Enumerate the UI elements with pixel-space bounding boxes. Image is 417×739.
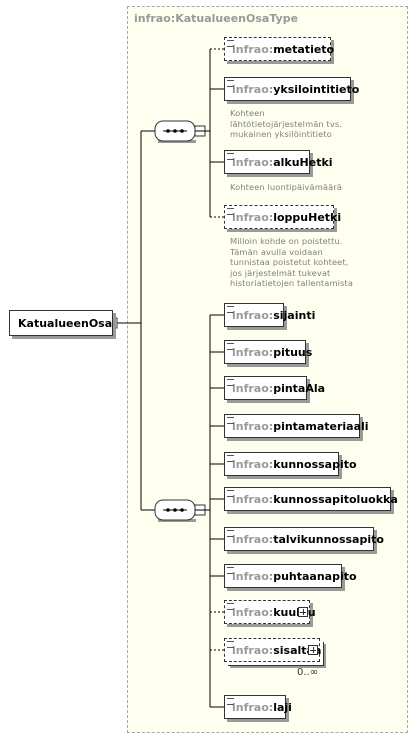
expand-sisaltaa-icon[interactable] [308,645,318,655]
element-name: pituus [273,345,313,359]
doc-line: Tämän avulla voidaan [230,246,323,257]
element-namespace: infrao: [232,700,274,714]
element-name: laji [273,700,292,714]
element-namespace: infrao: [232,381,274,395]
element-name: metatieto [273,42,335,56]
element-namespace: infrao: [232,155,274,169]
element-name: sijainti [273,308,316,322]
element-pituus[interactable]: infrao:pituus [224,340,312,364]
element-name: pintaAla [273,381,326,395]
sequence-icon-1 [154,120,196,142]
doc-line: lähtötietojärjestelmän tvs. [230,118,343,129]
element-namespace: infrao: [232,457,274,471]
element-pintaala[interactable]: infrao:pintaAla [224,376,325,400]
doc-line: Kohteen luontipäivämäärä [230,182,342,192]
element-laji[interactable]: infrao:laji [224,695,292,719]
element-namespace: infrao: [232,82,274,96]
element-kunnossapito[interactable]: infrao:kunnossapito [224,452,357,476]
element-name: talvikunnossapito [273,532,384,546]
element-namespace: infrao: [232,210,274,224]
doc-line: jos järjestelmät tukevat [230,267,331,278]
element-name: puhtaanapito [273,569,357,583]
element-namespace: infrao: [232,643,274,657]
root-element[interactable]: KatualueenOsa [9,310,113,336]
element-yksilointitieto[interactable]: infrao:yksilointitieto [224,77,359,101]
element-namespace: infrao: [232,605,274,619]
element-namespace: infrao: [232,308,274,322]
element-name: kuuluu [273,605,316,619]
element-name: kunnossapito [273,457,357,471]
element-namespace: infrao: [232,532,274,546]
element-kunnossapitoluokka[interactable]: infrao:kunnossapitoluokka [224,487,398,511]
element-name: pintamateriaali [273,419,369,433]
element-namespace: infrao: [232,42,274,56]
element-name: yksilointitieto [273,82,360,96]
element-name: kunnossapitoluokka [273,492,398,506]
element-sisaltaa[interactable]: infrao:sisaltaa [224,638,321,662]
element-namespace: infrao: [232,419,274,433]
root-element-label: KatualueenOsa [18,316,113,330]
element-namespace: infrao: [232,492,274,506]
element-kuuluu[interactable]: infrao:kuuluu [224,600,316,624]
doc-loppuhetki: Milloin kohde on poistettu.Tämän avulla … [230,236,353,289]
element-sijainti[interactable]: infrao:sijainti [224,303,315,327]
doc-line: mukainen yksilöintitieto [230,129,332,139]
expand-kuuluu-icon[interactable] [298,607,308,617]
element-namespace: infrao: [232,345,274,359]
doc-line: Milloin kohde on poistettu. [230,236,343,246]
sequence-icon-2 [154,499,196,521]
element-alkuhetki[interactable]: infrao:alkuHetki [224,150,333,174]
doc-line: tunnistaa poistetut kohteet, [230,257,349,267]
doc-line: historiatietojen tallentamista [230,278,354,288]
element-talvikunnossapito[interactable]: infrao:talvikunnossapito [224,527,384,551]
cardinality-label: 0..∞ [297,667,319,678]
element-puhtaanapito[interactable]: infrao:puhtaanapito [224,564,357,588]
doc-alkuhetki: Kohteen luontipäivämäärä [230,182,342,193]
element-namespace: infrao: [232,569,274,583]
doc-line: Kohteen [230,108,265,118]
element-loppuhetki[interactable]: infrao:loppuHetki [224,205,341,229]
element-name: loppuHetki [273,210,342,224]
element-pintamateriaali[interactable]: infrao:pintamateriaali [224,414,369,438]
complex-type-title: infrao:KatualueenOsaType [134,12,299,25]
element-name: alkuHetki [273,155,333,169]
element-metatieto[interactable]: infrao:metatieto [224,37,335,61]
